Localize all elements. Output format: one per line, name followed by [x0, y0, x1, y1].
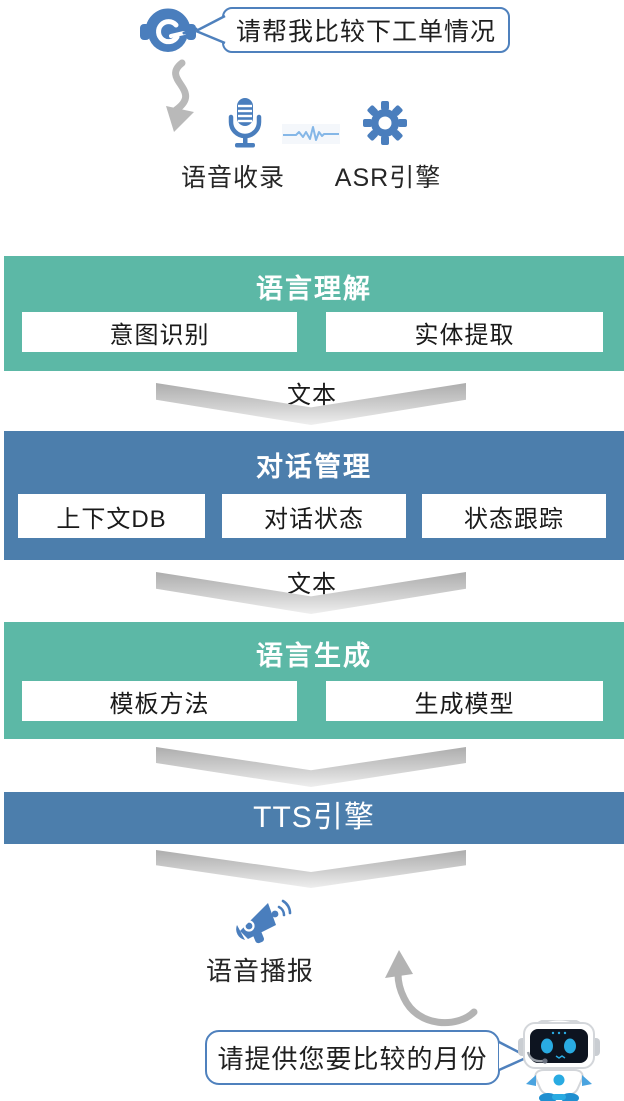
curved-arrow-up-icon [385, 950, 478, 1027]
voice-capture-label: 语音收录 [180, 164, 285, 192]
bot-speech-text: 请提供您要比较的月份 [217, 1044, 488, 1074]
block-dialog-management-title: 对话管理 [256, 452, 372, 482]
subbox-intent-recognition: 意图识别 [22, 312, 297, 352]
audio-waveform-icon [282, 124, 340, 144]
customer-service-headset-icon [140, 8, 198, 52]
chevron-arrow-3 [156, 747, 466, 787]
block-language-understanding-title: 语言理解 [256, 274, 372, 304]
voice-broadcast-label: 语音播报 [205, 956, 314, 986]
connector-text-label-1: 文本 [287, 382, 337, 409]
subbox-context-db: 上下文DB [18, 494, 205, 538]
block-language-generation: 语言生成 模板方法 生成模型 [4, 622, 624, 739]
curved-arrow-down-icon [166, 59, 194, 132]
asr-engine-label: ASR引擎 [334, 164, 442, 192]
user-speech-text: 请帮我比较下工单情况 [235, 18, 496, 46]
bot-speech-bubble: 请提供您要比较的月份 [205, 1030, 500, 1085]
subbox-entity-extraction: 实体提取 [326, 312, 603, 352]
block-language-understanding: 语言理解 意图识别 实体提取 [4, 256, 624, 371]
user-bubble-tail [194, 14, 226, 45]
megaphone-icon [236, 899, 292, 944]
user-speech-bubble: 请帮我比较下工单情况 [222, 7, 510, 53]
robot-icon [518, 1020, 600, 1101]
block-language-generation-title: 语言生成 [256, 641, 372, 671]
subbox-template-method: 模板方法 [22, 681, 297, 721]
subbox-dialog-state: 对话状态 [222, 494, 406, 538]
microphone-icon [228, 98, 262, 148]
subbox-state-tracking: 状态跟踪 [422, 494, 606, 538]
block-dialog-management: 对话管理 上下文DB 对话状态 状态跟踪 [4, 431, 624, 560]
subbox-generation-model: 生成模型 [326, 681, 603, 721]
block-tts-engine: TTS引擎 [4, 792, 624, 844]
connector-text-label-2: 文本 [287, 571, 337, 598]
gear-icon [363, 101, 407, 145]
chevron-arrow-4 [156, 850, 466, 888]
